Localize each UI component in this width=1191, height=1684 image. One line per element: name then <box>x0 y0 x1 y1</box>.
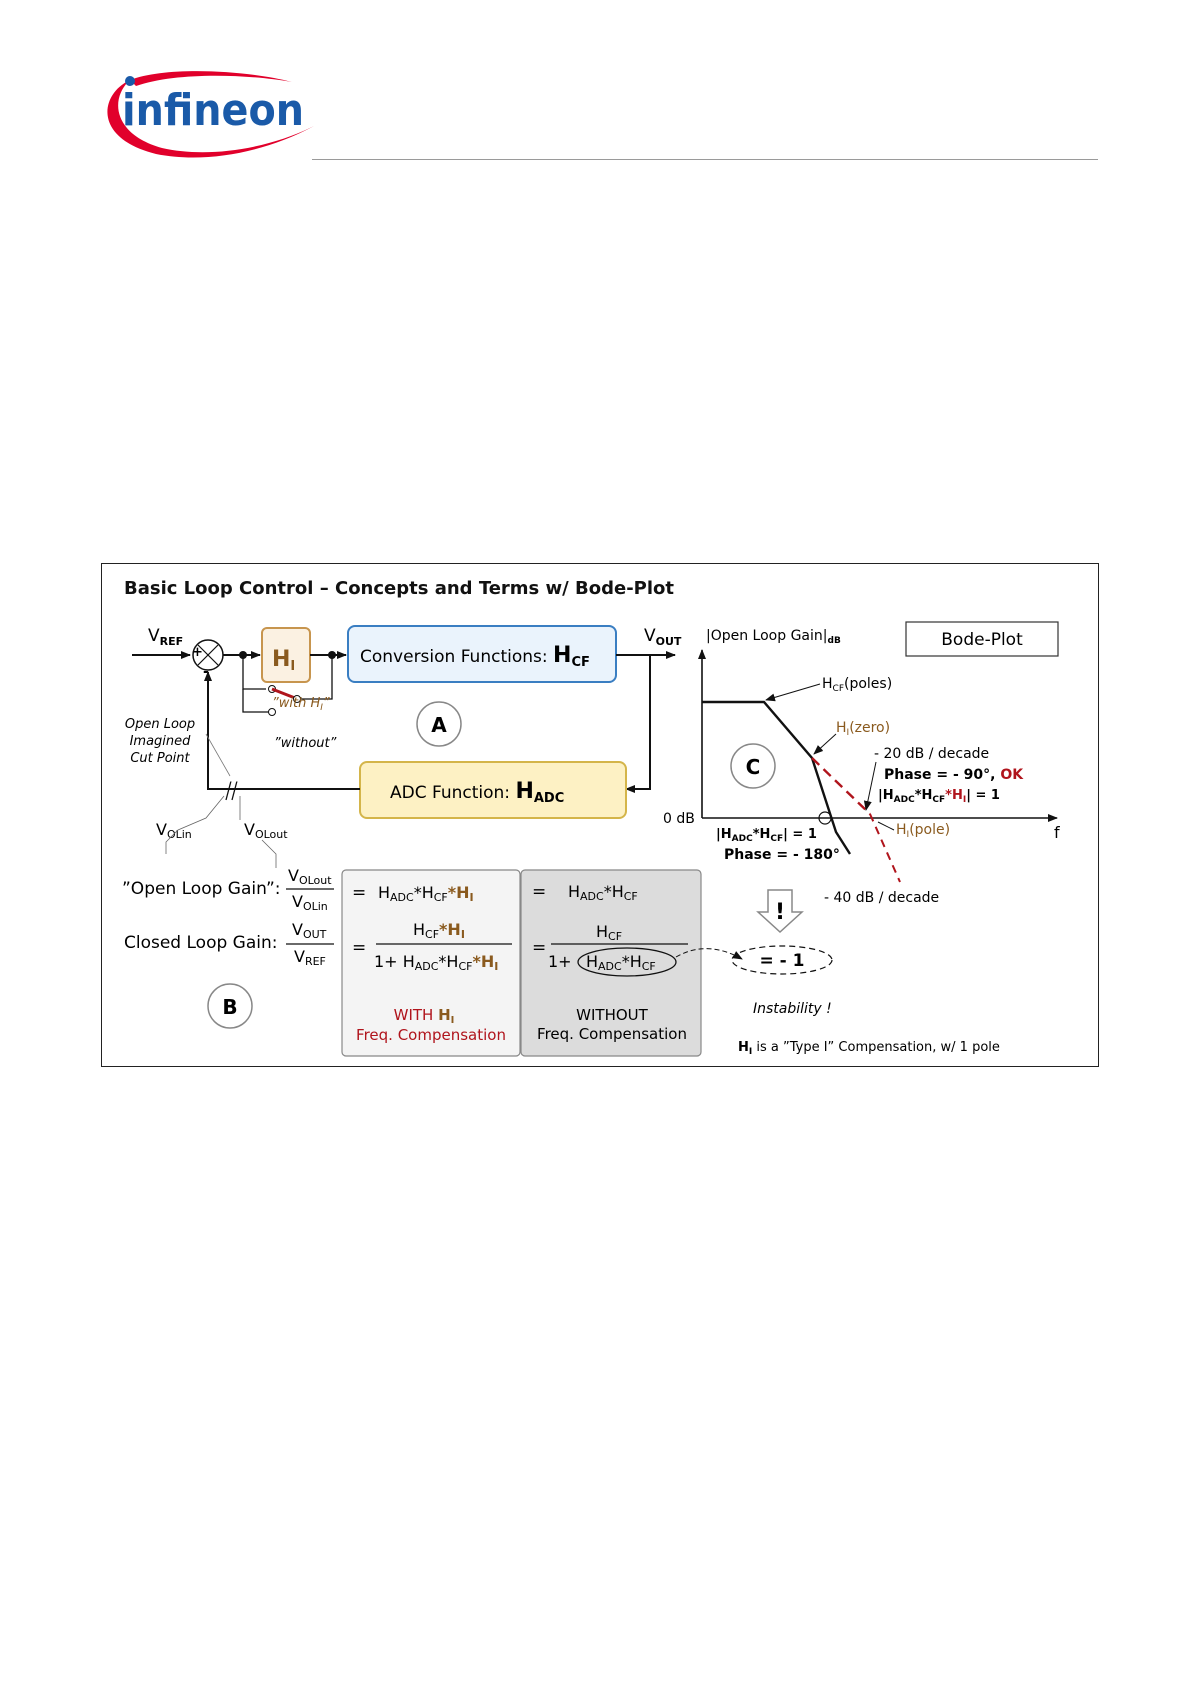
with-closed-denominator: 1+ HADC*HCF*HI <box>374 952 498 973</box>
infineon-logo: infineon <box>107 71 314 158</box>
vref-label: VREF <box>148 626 183 648</box>
slope-20-leader <box>863 761 877 811</box>
bode-y-axis-label: |Open Loop Gain|dB <box>706 628 841 646</box>
bypass-line-without <box>242 689 270 713</box>
hi-zero-label: HI(zero) <box>836 720 890 738</box>
without-compensation-panel <box>520 869 702 1057</box>
logo-dot-icon <box>125 76 135 86</box>
without-label: ”without” <box>274 736 337 751</box>
without-eq-sign-2: = <box>532 938 546 958</box>
phase-180-label: Phase = - 180° <box>724 847 840 863</box>
circle-c <box>730 743 776 789</box>
open-loop-label: ”Open Loop Gain”: <box>122 879 280 899</box>
bode-crossover-marker <box>818 811 832 825</box>
hi-pole-leader <box>877 821 895 831</box>
hcf-poles-leader <box>765 683 821 702</box>
cut-mark-1 <box>225 780 232 801</box>
warning-bang: ! <box>775 900 785 925</box>
hi-pole-label: HI(pole) <box>896 822 950 840</box>
closed-loop-numerator: VOUT <box>292 920 327 941</box>
bode-plot-title-box <box>905 621 1059 657</box>
without-closed-denominator: HADC*HCF <box>586 952 656 973</box>
with-hi-label: ”with HI” <box>272 696 330 713</box>
with-eq-sign-1: = <box>352 883 366 903</box>
feedback-line-right <box>625 655 651 793</box>
with-compensation-panel <box>341 869 521 1057</box>
phase-90-label: Phase = - 90°, OK <box>884 767 1024 783</box>
gain-without-hi-label: |HADC*HCF| = 1 <box>716 827 817 844</box>
cut-point-leader <box>205 733 231 777</box>
hi-block-label: HI <box>272 647 295 674</box>
with-eq-sign-2: = <box>352 938 366 958</box>
loop-gain-ellipse <box>577 947 677 977</box>
bode-compensated-curve <box>811 757 871 815</box>
hcf-poles-label: HCF(poles) <box>822 676 892 694</box>
with-title: WITH HI <box>394 1006 455 1026</box>
without-open-loop-expr: HADC*HCF <box>568 882 638 903</box>
svg-text:Cut Point: Cut Point <box>130 751 190 766</box>
bode-compensated-curve-tail <box>869 813 901 883</box>
volout-label: VOLout <box>244 820 288 841</box>
figure-canvas: VREF + - HI Conversion Functions: HCF VO… <box>122 621 1060 1057</box>
minus-one-ellipse <box>731 945 833 975</box>
sum-plus: + <box>192 645 203 660</box>
figure-title: Basic Loop Control – Concepts and Terms … <box>124 578 674 599</box>
svg-text:Imagined: Imagined <box>130 734 192 749</box>
conversion-label: Conversion Functions: HCF <box>360 643 590 670</box>
bode-zero-db-label: 0 dB <box>663 811 695 827</box>
circle-b-label: B <box>222 995 237 1019</box>
with-subtitle: Freq. Compensation <box>356 1026 506 1044</box>
open-loop-denominator: VOLin <box>292 892 328 913</box>
closed-loop-label: Closed Loop Gain: <box>124 933 278 953</box>
switch-lever[interactable] <box>271 687 296 700</box>
with-closed-numerator: HCF*HI <box>413 920 465 941</box>
logo-swoosh-top-icon <box>130 71 292 86</box>
bode-plot-title: Bode-Plot <box>941 630 1023 650</box>
warning-down-arrow-icon <box>756 889 804 934</box>
vout-label: VOUT <box>644 626 682 648</box>
bode-x-axis-label: f <box>1054 823 1060 842</box>
switch-contact-without <box>268 708 276 716</box>
circle-a <box>416 701 462 747</box>
without-eq-sign-1: = <box>532 882 546 902</box>
slope-40-label: - 40 dB / decade <box>824 890 939 906</box>
cut-mark-2 <box>231 780 238 801</box>
with-open-loop-expr: HADC*HCF*HI <box>378 883 474 904</box>
footnote: HI is a ”Type I” Compensation, w/ 1 pole <box>738 1040 1000 1057</box>
without-title: WITHOUT <box>576 1006 648 1024</box>
loop-control-figure: Basic Loop Control – Concepts and Terms … <box>101 563 1099 1067</box>
volin-label: VOLin <box>156 820 192 841</box>
circle-a-label: A <box>431 713 447 737</box>
circle-c-label: C <box>746 755 761 779</box>
closed-loop-denominator: VREF <box>294 947 326 968</box>
cut-point-label: Open Loop Imagined Cut Point <box>125 717 195 766</box>
feedback-line-left <box>204 671 360 790</box>
circle-b <box>207 983 253 1029</box>
minus-one-label: = - 1 <box>760 951 805 971</box>
instability-label: Instability ! <box>753 1001 832 1017</box>
slope-20-label: - 20 dB / decade <box>874 746 989 762</box>
gain-with-hi-label: |HADC*HCF*HI| = 1 <box>878 788 1000 805</box>
adc-label: ADC Function: HADC <box>390 779 564 806</box>
open-loop-numerator: VOLout <box>288 866 332 887</box>
logo-wordmark: infineon <box>122 85 304 136</box>
without-subtitle: Freq. Compensation <box>537 1025 687 1043</box>
node-dot-2 <box>328 651 336 659</box>
header-rule <box>312 159 1098 160</box>
without-closed-numerator: HCF <box>596 922 622 943</box>
volin-leader <box>165 795 225 854</box>
switch-return-line <box>300 655 333 700</box>
hi-zero-leader <box>813 733 837 755</box>
svg-text:Open Loop: Open Loop <box>125 717 195 732</box>
volout-leader-2 <box>261 839 277 868</box>
without-closed-plus: 1+ <box>548 952 572 971</box>
